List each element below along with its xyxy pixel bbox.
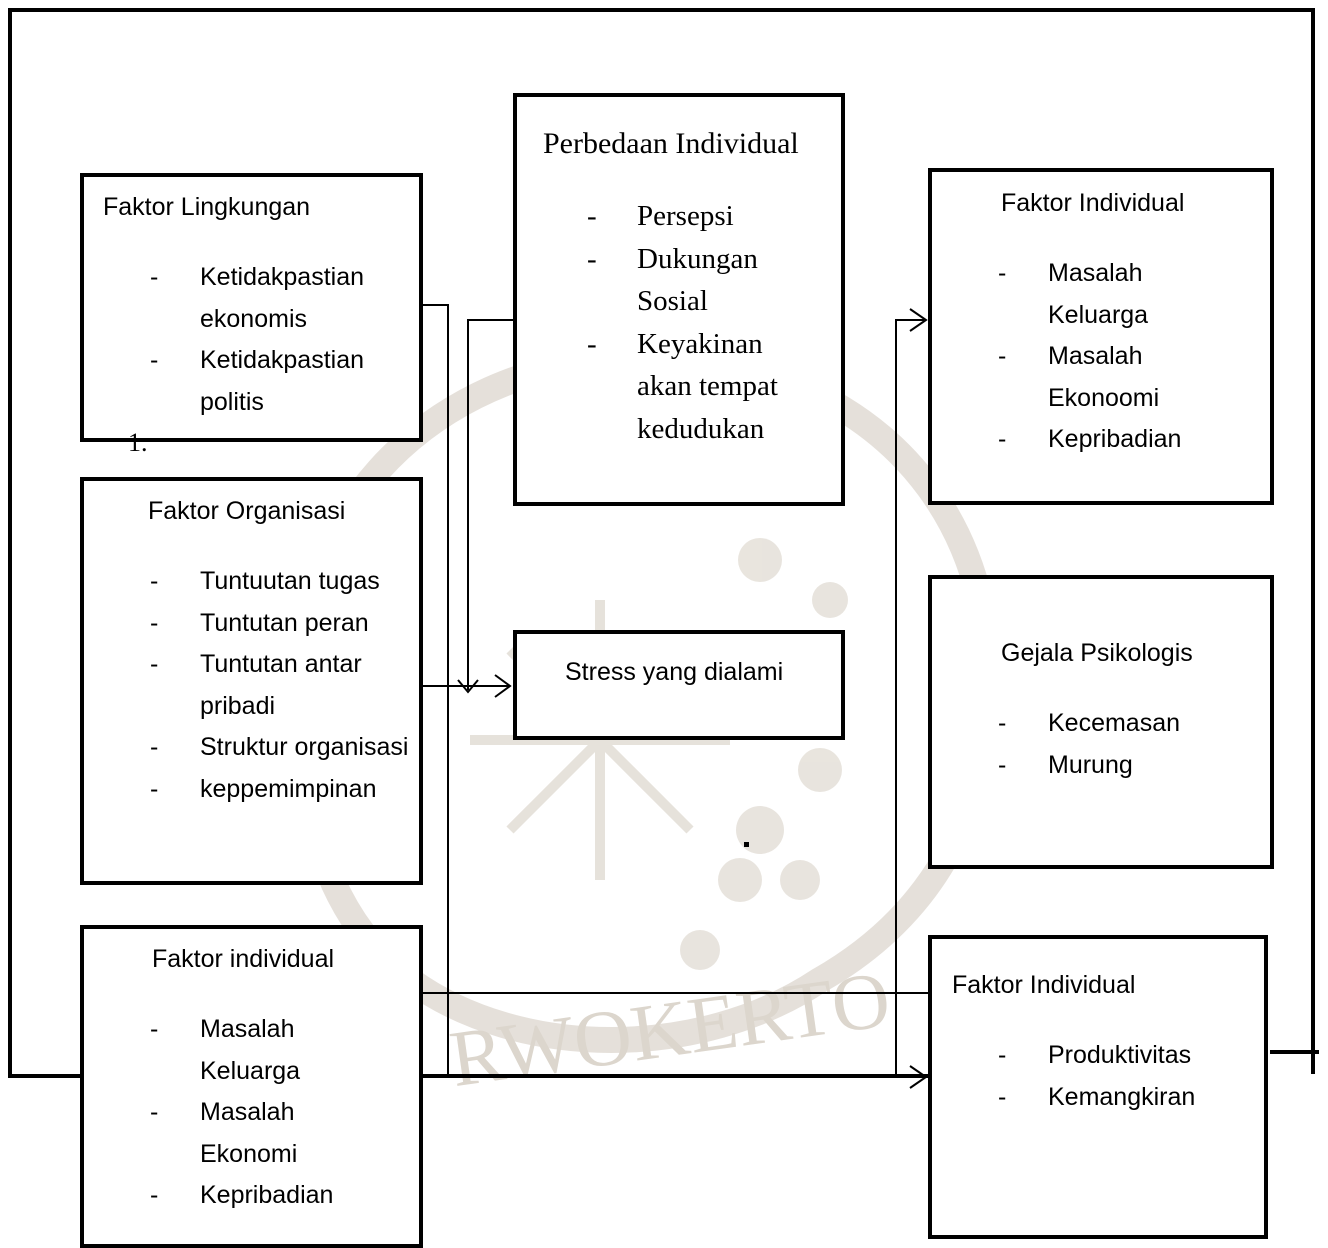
stress-title: Stress yang dialami bbox=[565, 658, 784, 686]
box-faktor-individual-right-top: Faktor Individual -Masalah Keluarga -Mas… bbox=[928, 168, 1274, 505]
faktor-individual-left-list: -Masalah Keluarga -Masalah Ekonomi -Kepr… bbox=[150, 1009, 360, 1217]
stray-dot bbox=[744, 842, 749, 847]
list-item: -Masalah Ekonomi bbox=[150, 1098, 298, 1168]
box-perbedaan-individual: Perbedaan Individual -Persepsi -Dukungan… bbox=[513, 93, 845, 506]
list-item: -Tuntuutan tugas bbox=[150, 567, 380, 595]
list-item: -Struktur organisasi bbox=[150, 733, 409, 761]
list-item: -Ketidakpastian ekonomis bbox=[150, 263, 365, 333]
gejala-psikologis-title: Gejala Psikologis bbox=[1001, 639, 1193, 667]
list-item: -Keyakinan akan tempat kedudukan bbox=[587, 327, 778, 445]
list-item: -Kepribadian bbox=[150, 1181, 334, 1209]
perbedaan-individual-list: -Persepsi -Dukungan Sosial -Keyakinan ak… bbox=[587, 195, 817, 450]
right-bracket bbox=[895, 319, 924, 1078]
list-item: -Tuntutan antar pribadi bbox=[150, 650, 362, 720]
list-item: -Masalah Ekonoomi bbox=[998, 342, 1160, 412]
list-item: -keppemimpinan bbox=[150, 774, 377, 803]
faktor-individual-left-title: Faktor individual bbox=[152, 945, 335, 973]
box-faktor-individual-right-bottom: Faktor Individual -Produktivitas -Kemang… bbox=[928, 935, 1268, 1239]
list-item: -Murung bbox=[998, 750, 1133, 779]
box-faktor-lingkungan: Faktor Lingkungan -Ketidakpastian ekonom… bbox=[80, 173, 423, 442]
faktor-organisasi-list: -Tuntuutan tugas -Tuntutan peran -Tuntut… bbox=[150, 561, 420, 810]
outer-frame-bottom-right bbox=[1270, 1050, 1319, 1054]
outer-frame-bottom-left bbox=[8, 1074, 82, 1078]
list-item: -Persepsi bbox=[587, 200, 734, 232]
box-gejala-psikologis: Gejala Psikologis -Kecemasan -Murung bbox=[928, 575, 1274, 869]
list-item: -Tuntutan peran bbox=[150, 608, 369, 637]
faktor-individual-right-top-list: -Masalah Keluarga -Masalah Ekonoomi -Kep… bbox=[998, 253, 1218, 461]
box-stress-yang-dialami: Stress yang dialami bbox=[513, 630, 845, 740]
list-item: -Kemangkiran bbox=[998, 1082, 1196, 1111]
outer-frame-bottom-mid bbox=[420, 1074, 932, 1078]
list-item: -Masalah Keluarga bbox=[150, 1015, 301, 1085]
stray-number: 1. bbox=[128, 428, 148, 457]
box-faktor-individual-left: Faktor individual -Masalah Keluarga -Mas… bbox=[80, 925, 423, 1248]
box-faktor-organisasi: Faktor Organisasi -Tuntuutan tugas -Tunt… bbox=[80, 477, 423, 885]
faktor-individual-right-bottom-list: -Produktivitas -Kemangkiran bbox=[998, 1035, 1238, 1118]
faktor-lingkungan-title: Faktor Lingkungan bbox=[103, 193, 311, 221]
left-bracket bbox=[422, 304, 449, 1078]
list-item: -Ketidakpastian politis bbox=[150, 346, 365, 416]
list-item: -Produktivitas bbox=[998, 1041, 1192, 1069]
list-item: -Dukungan Sosial bbox=[587, 242, 758, 318]
list-item: -Kecemasan bbox=[998, 709, 1181, 737]
faktor-lingkungan-list: -Ketidakpastian ekonomis -Ketidakpastian… bbox=[150, 257, 410, 423]
gejala-psikologis-list: -Kecemasan -Murung bbox=[998, 703, 1238, 786]
perbedaan-connector bbox=[467, 319, 518, 690]
faktor-individual-right-top-title: Faktor Individual bbox=[1001, 189, 1185, 217]
perbedaan-individual-title: Perbedaan Individual bbox=[543, 127, 799, 160]
faktor-individual-right-bottom-title: Faktor Individual bbox=[952, 971, 1136, 999]
outer-frame bbox=[8, 8, 1315, 1074]
faktor-organisasi-title: Faktor Organisasi bbox=[148, 497, 346, 525]
list-item: -Masalah Keluarga bbox=[998, 259, 1149, 329]
list-item: -Kepribadian bbox=[998, 425, 1182, 453]
